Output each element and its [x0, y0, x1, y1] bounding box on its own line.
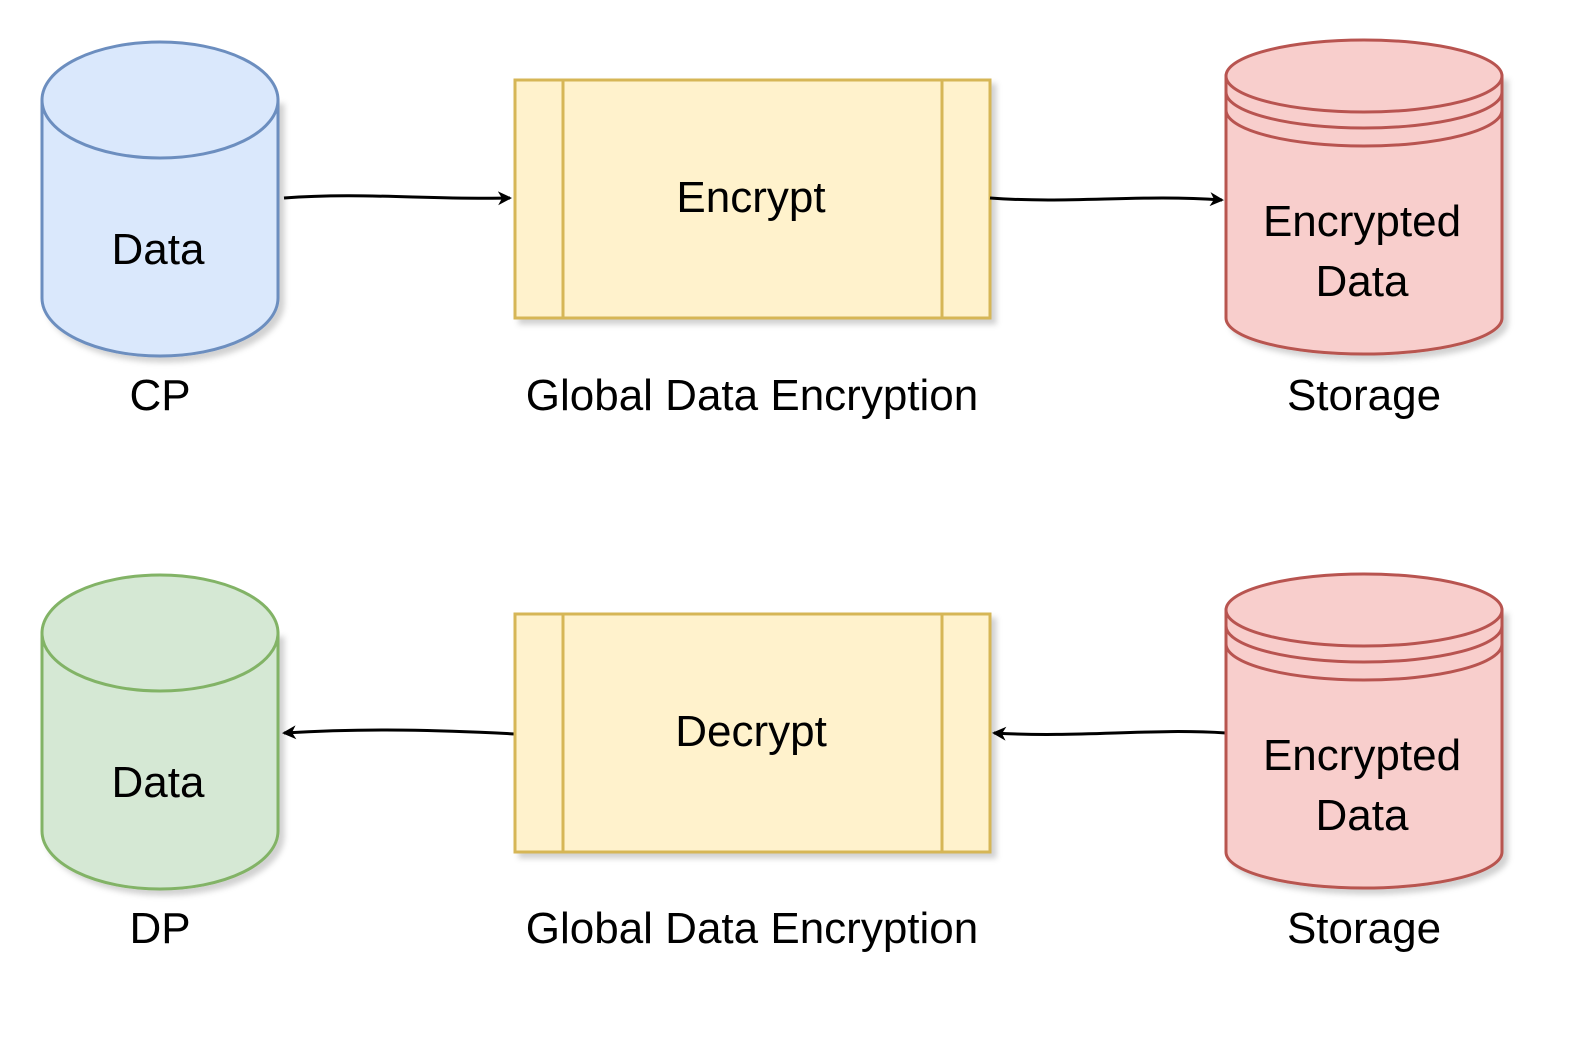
encrypt-box-body — [513, 78, 992, 320]
storage2-label-line2: Data — [1316, 791, 1409, 840]
arrow-encrypt-to-storage — [989, 192, 1224, 207]
cp-data-cylinder[interactable]: Data — [40, 40, 280, 358]
arrow-decrypt-to-dp — [282, 725, 517, 740]
storage2-caption: Storage — [1287, 904, 1441, 953]
decrypt-process-box[interactable]: Decrypt — [513, 612, 992, 854]
cp-caption: CP — [129, 371, 190, 420]
dp-data-cylinder[interactable]: Data — [40, 573, 280, 891]
storage1-ring-2 — [1224, 109, 1504, 148]
storage1-top — [1224, 38, 1504, 114]
storage-cylinder-bottom-row[interactable]: Encrypted Data — [1224, 572, 1504, 890]
storage2-ring-1 — [1224, 625, 1504, 664]
cp-cylinder-body — [40, 98, 280, 358]
storage-cylinder-top-row[interactable]: Encrypted Data — [1224, 38, 1504, 356]
dp-data-label: Data — [112, 758, 205, 807]
storage2-top — [1224, 572, 1504, 648]
storage1-ring-1 — [1224, 91, 1504, 130]
storage1-label-line1: Encrypted — [1263, 197, 1461, 246]
storage2-label-line1: Encrypted — [1263, 731, 1461, 780]
storage1-caption: Storage — [1287, 371, 1441, 420]
encrypt-label: Encrypt — [676, 173, 825, 222]
arrow-storage-to-decrypt — [992, 726, 1227, 741]
storage2-ring-2 — [1224, 643, 1504, 682]
arrow-cp-to-encrypt — [283, 191, 512, 206]
decrypt-box-body — [513, 612, 992, 854]
storage1-label-line2: Data — [1316, 257, 1409, 306]
dp-cylinder-body — [40, 631, 280, 891]
cp-cylinder-top — [40, 40, 280, 160]
dp-cylinder-top — [40, 573, 280, 693]
decrypt-label: Decrypt — [675, 707, 827, 756]
encrypt-caption: Global Data Encryption — [526, 371, 978, 420]
decrypt-caption: Global Data Encryption — [526, 904, 978, 953]
encrypt-process-box[interactable]: Encrypt — [513, 78, 992, 320]
storage1-body — [1224, 74, 1504, 356]
dp-caption: DP — [129, 904, 190, 953]
cp-data-label: Data — [112, 225, 205, 274]
storage2-body — [1224, 608, 1504, 890]
